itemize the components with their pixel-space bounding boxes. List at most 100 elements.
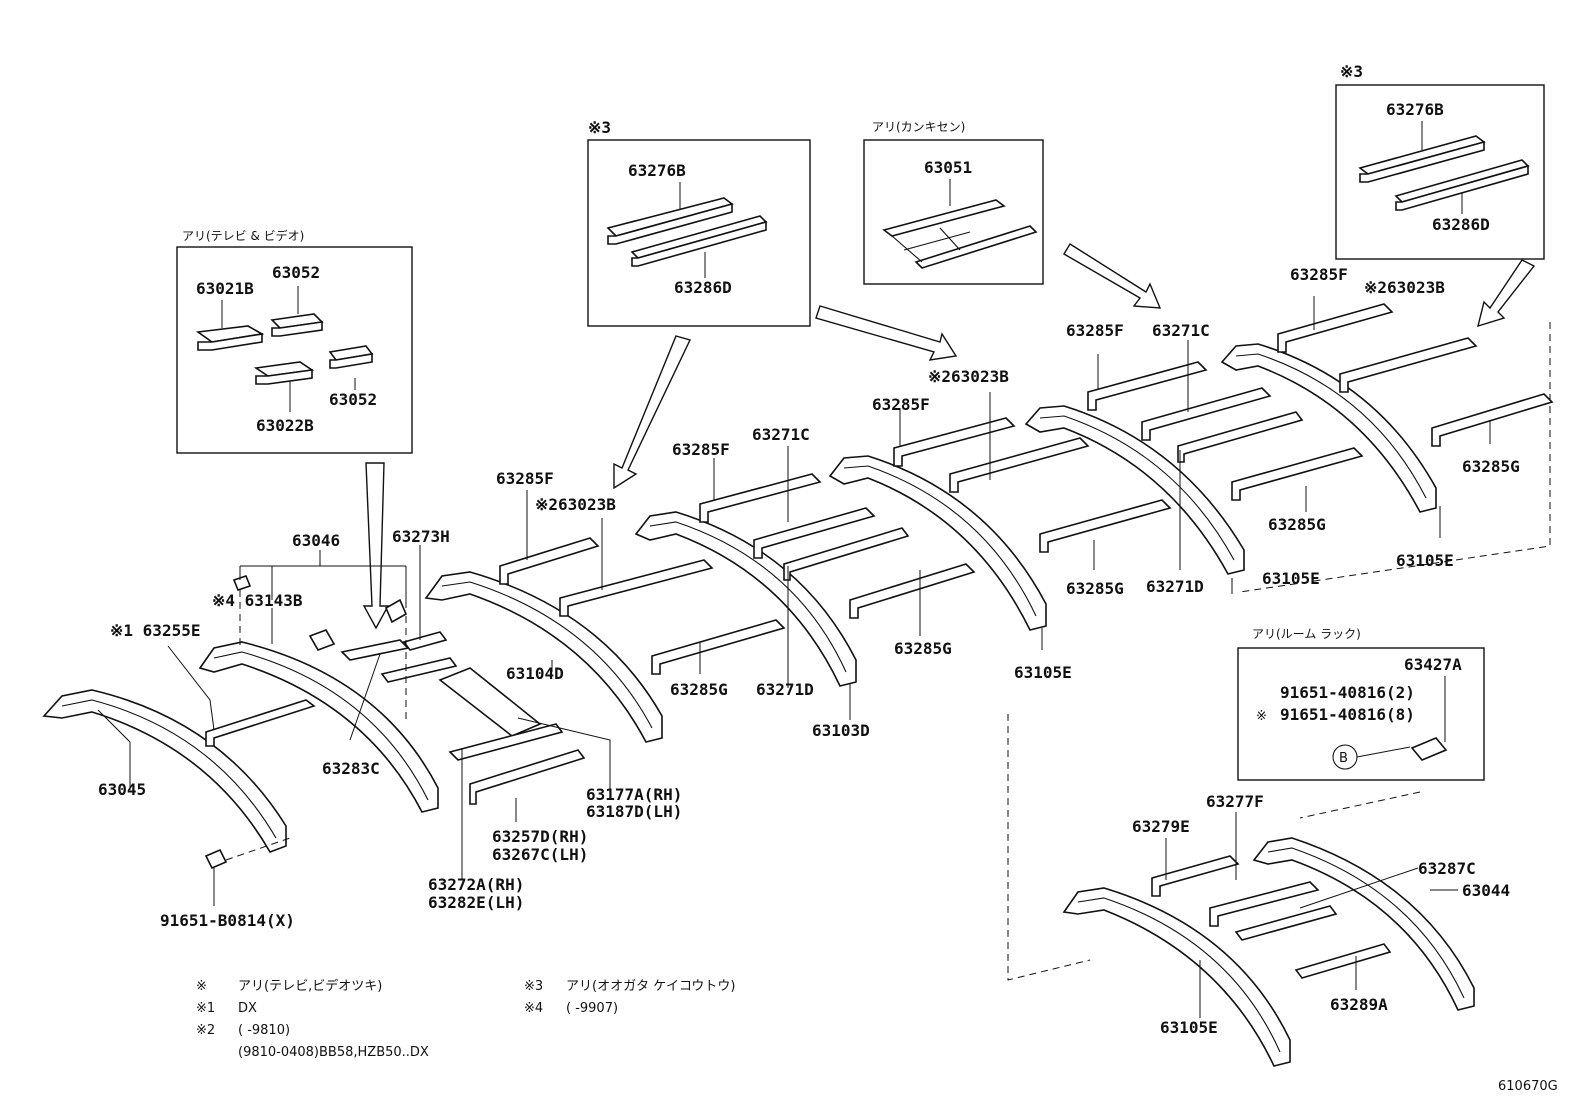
legend-mark-5: ※4: [524, 1001, 543, 1016]
roof-bow-63143B: [198, 641, 439, 813]
part-label-63052-b: 63052: [329, 390, 377, 409]
roof-bow-63104D: [424, 571, 663, 743]
box-ventilator-caption: アリ(カンキセン): [872, 120, 965, 134]
box-roof-rack-right-parts: [1358, 135, 1530, 211]
part-label-63045: 63045: [98, 780, 146, 799]
part-label-63285G-2: 63285G: [894, 639, 952, 658]
part-label-63276B-a: 63276B: [628, 161, 686, 180]
part-label-91651-B0814: 91651-B0814(X): [160, 911, 295, 930]
part-label-63282E: 63282E(LH): [428, 893, 524, 912]
part-label-63044: 63044: [1462, 881, 1510, 900]
box-roof-rack-right: ※3 63276B 63286D: [1335, 62, 1545, 260]
box-tv-video: アリ(テレビ & ビデオ) 63021B 63052 63052 63022B: [176, 228, 413, 454]
part-label-63187D: 63187D(LH): [586, 802, 682, 821]
box-ventilator: アリ(カンキセン) 63051: [863, 120, 1044, 285]
part-label-63105E-1: 63105E: [1014, 663, 1072, 682]
part-label-63271D-1: 63271D: [756, 680, 814, 699]
legend-text-1: DX: [238, 1001, 257, 1016]
box-roof-rack-option: アリ(ルーム ラック) 63427A 91651-40816(2) ※ 9165…: [1237, 627, 1485, 781]
arrow-tv-box: [362, 462, 390, 630]
part-label-63273H: 63273H: [392, 527, 450, 546]
arrow-ventilator-a: [815, 305, 958, 361]
box-ventilator-frame: [863, 139, 1044, 285]
part-label-63051: 63051: [924, 158, 972, 177]
box-roof-rack-left-parts: [606, 197, 768, 267]
box-tv-video-parts: [195, 313, 374, 385]
part-label-63286D-b: 63286D: [1432, 215, 1490, 234]
part-label-63052-a: 63052: [272, 263, 320, 282]
roof-bow-63044: [1252, 837, 1475, 1011]
part-label-63023B-1: ※263023B: [535, 495, 616, 514]
roof-bow-63105E-b: [1024, 405, 1245, 575]
leader-lines: [97, 296, 1491, 1018]
part-label-63021B: 63021B: [196, 279, 254, 298]
part-label-63271C-1: 63271C: [752, 425, 810, 444]
part-label-63283C: 63283C: [322, 759, 380, 778]
part-label-63105E-3: 63105E: [1396, 551, 1454, 570]
legend-mark-4: ※3: [524, 979, 543, 994]
part-label-63271C-2: 63271C: [1152, 321, 1210, 340]
part-label-63285F-1: 63285F: [496, 469, 554, 488]
arrow-rack-left: [613, 335, 691, 490]
part-label-63285G-5: 63285G: [1268, 515, 1326, 534]
dashed-outline-right: [1239, 322, 1551, 593]
part-label-63103D: 63103D: [812, 721, 870, 740]
diagram-id: 610670G: [1498, 1079, 1558, 1094]
part-label-63285F-2: 63285F: [672, 440, 730, 459]
legend-text-4: アリ(オオガタ ケイコウトウ): [566, 979, 736, 994]
rack-bracket-part: [1410, 737, 1448, 761]
box-roof-rack-right-frame: [1335, 84, 1545, 260]
arrow-rack-right: [1477, 259, 1536, 328]
part-label-63104D: 63104D: [506, 664, 564, 683]
legend-text-0: アリ(テレビ,ビデオツキ): [238, 978, 382, 994]
legend-mark-1: ※1: [196, 1001, 215, 1016]
box-roof-rack-option-leaders: [1356, 676, 1446, 758]
part-label-63285G-1: 63285G: [670, 680, 728, 699]
box-roof-rack-option-caption: アリ(ルーム ラック): [1252, 627, 1361, 641]
box-roof-rack-left: ※3 63276B 63286D: [587, 118, 811, 327]
legend-text-2: ( -9810): [238, 1023, 290, 1038]
part-label-63257D: 63257D(RH): [492, 827, 588, 846]
part-label-63285F-3: 63285F: [872, 395, 930, 414]
roof-bow-63105E-a: [828, 455, 1047, 631]
part-label-63255E: ※1 63255E: [110, 621, 200, 640]
part-label-63105E-4: 63105E: [1160, 1018, 1218, 1037]
part-label-63046: 63046: [292, 531, 340, 550]
asterisk-mark: ※: [1256, 709, 1267, 724]
roof-bow-63103D: [634, 511, 857, 687]
part-label-63427A: 63427A: [1404, 655, 1462, 674]
part-label-63285F-4: 63285F: [1066, 321, 1124, 340]
part-label-63285G-3: 63285G: [1066, 579, 1124, 598]
part-label-63287C: 63287C: [1418, 859, 1476, 878]
straight-members: [204, 303, 1554, 979]
roof-bow-63045: [42, 689, 287, 853]
box-roof-rack-left-leaders: [679, 182, 706, 278]
legend-text-5: ( -9907): [566, 1001, 618, 1016]
box-roof-rack-left-caption: ※3: [588, 118, 611, 137]
box-roof-rack-option-frame: [1237, 647, 1485, 781]
pointer-arrows: [362, 243, 1536, 630]
part-label-63177A: 63177A(RH): [586, 785, 682, 804]
part-label-91651-40816-8: 91651-40816(8): [1280, 705, 1415, 724]
part-label-91651-40816-2: 91651-40816(2): [1280, 683, 1415, 702]
part-label-63285G-4: 63285G: [1462, 457, 1520, 476]
legend-mark-0: ※: [196, 979, 207, 994]
part-label-63271D-2: 63271D: [1146, 577, 1204, 596]
legend-text-3: (9810-0408)BB58,HZB50..DX: [238, 1045, 429, 1060]
legend-notes: ※ アリ(テレビ,ビデオツキ) ※1 DX ※2 ( -9810) (9810-…: [196, 978, 736, 1060]
part-label-63272A: 63272A(RH): [428, 875, 524, 894]
roof-bow-63105E-c: [1220, 343, 1437, 513]
part-label-63277F: 63277F: [1206, 792, 1264, 811]
part-label-63023B-2: ※263023B: [928, 367, 1009, 386]
box-tv-video-caption: アリ(テレビ & ビデオ): [182, 228, 304, 243]
part-label-63279E: 63279E: [1132, 817, 1190, 836]
box-roof-rack-left-frame: [587, 139, 811, 327]
part-label-63023B-3: ※263023B: [1364, 278, 1445, 297]
box-roof-rack-right-caption: ※3: [1340, 62, 1363, 81]
part-label-63289A: 63289A: [1330, 995, 1388, 1014]
box-tv-video-leaders: [221, 286, 356, 412]
part-label-63286D-a: 63286D: [674, 278, 732, 297]
part-label-63143B: ※4 63143B: [212, 591, 303, 610]
